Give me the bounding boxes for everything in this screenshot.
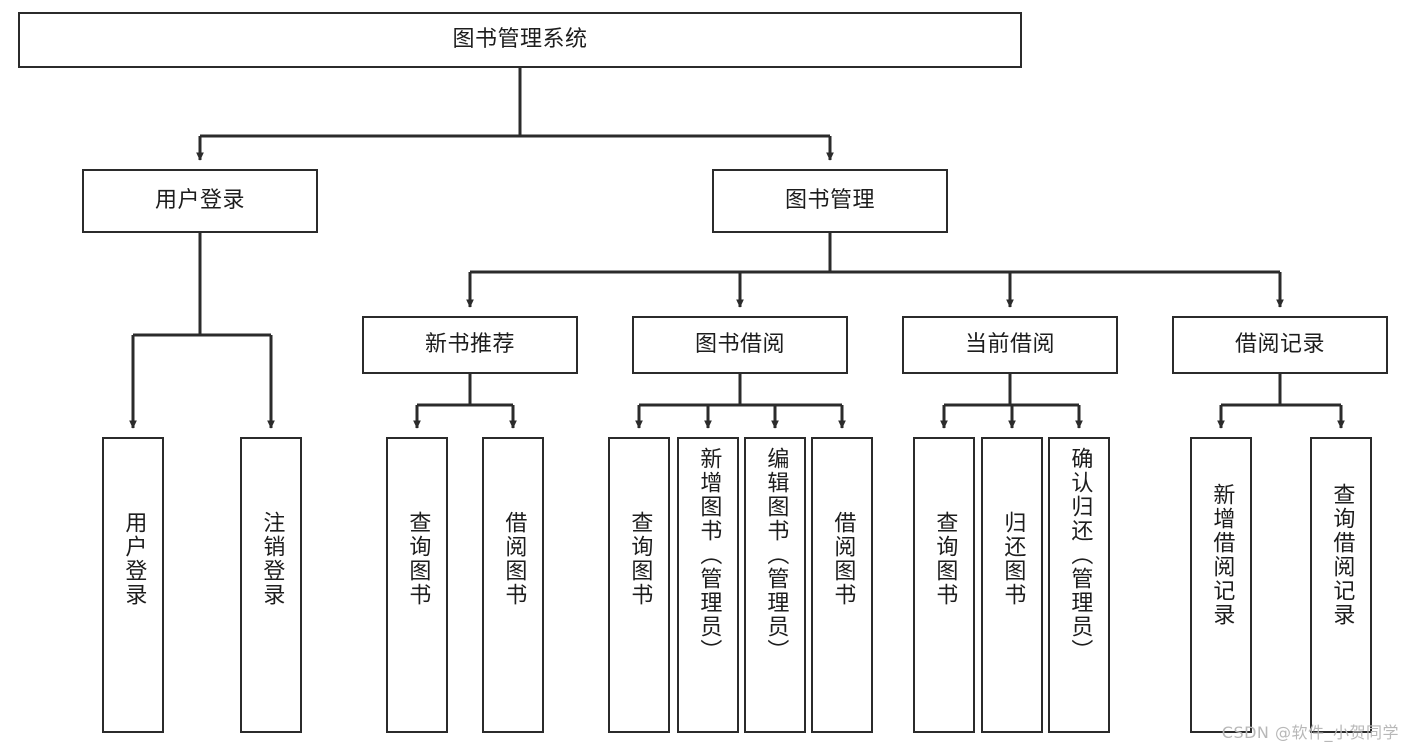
node-leaf-query-borrow-record-label: 查询借阅记录 <box>1329 483 1355 627</box>
node-book-borrow[interactable]: 图书借阅 <box>632 316 848 374</box>
node-leaf-borrow-book-recommend-label: 借阅图书 <box>501 511 527 607</box>
node-current-borrow[interactable]: 当前借阅 <box>902 316 1118 374</box>
node-leaf-user-login-label: 用户登录 <box>121 511 147 607</box>
node-borrow-record-label: 借阅记录 <box>1234 331 1325 357</box>
node-leaf-logout-label: 注销登录 <box>259 511 285 607</box>
node-leaf-user-login[interactable]: 用户登录 <box>102 437 164 733</box>
node-leaf-confirm-return-label: 确认归还（管理员） <box>1067 447 1093 663</box>
node-leaf-logout[interactable]: 注销登录 <box>240 437 302 733</box>
node-leaf-query-book-recommend[interactable]: 查询图书 <box>386 437 448 733</box>
node-leaf-query-book-borrow[interactable]: 查询图书 <box>608 437 670 733</box>
node-leaf-add-borrow-record[interactable]: 新增借阅记录 <box>1190 437 1252 733</box>
node-root[interactable]: 图书管理系统 <box>18 12 1022 68</box>
node-leaf-query-book-current[interactable]: 查询图书 <box>913 437 975 733</box>
node-book-manage-label: 图书管理 <box>784 187 875 213</box>
node-leaf-confirm-return[interactable]: 确认归还（管理员） <box>1048 437 1110 733</box>
node-leaf-add-book[interactable]: 新增图书（管理员） <box>677 437 739 733</box>
node-new-book-recommend[interactable]: 新书推荐 <box>362 316 578 374</box>
node-user-login[interactable]: 用户登录 <box>82 169 318 233</box>
node-book-borrow-label: 图书借阅 <box>694 331 785 357</box>
node-user-login-label: 用户登录 <box>154 187 245 213</box>
node-leaf-query-book-current-label: 查询图书 <box>932 511 958 607</box>
node-leaf-edit-book[interactable]: 编辑图书（管理员） <box>744 437 806 733</box>
node-leaf-query-borrow-record[interactable]: 查询借阅记录 <box>1310 437 1372 733</box>
node-book-manage[interactable]: 图书管理 <box>712 169 948 233</box>
node-borrow-record[interactable]: 借阅记录 <box>1172 316 1388 374</box>
node-leaf-query-book-recommend-label: 查询图书 <box>405 511 431 607</box>
node-leaf-borrow-book[interactable]: 借阅图书 <box>811 437 873 733</box>
node-leaf-add-book-label: 新增图书（管理员） <box>696 447 722 663</box>
node-leaf-return-book[interactable]: 归还图书 <box>981 437 1043 733</box>
node-current-borrow-label: 当前借阅 <box>964 331 1055 357</box>
node-leaf-borrow-book-label: 借阅图书 <box>830 511 856 607</box>
node-leaf-query-book-borrow-label: 查询图书 <box>627 511 653 607</box>
node-leaf-borrow-book-recommend[interactable]: 借阅图书 <box>482 437 544 733</box>
node-leaf-return-book-label: 归还图书 <box>1000 511 1026 607</box>
node-leaf-add-borrow-record-label: 新增借阅记录 <box>1209 483 1235 627</box>
node-leaf-edit-book-label: 编辑图书（管理员） <box>763 447 789 663</box>
node-new-book-recommend-label: 新书推荐 <box>424 331 515 357</box>
node-root-label: 图书管理系统 <box>452 26 588 52</box>
